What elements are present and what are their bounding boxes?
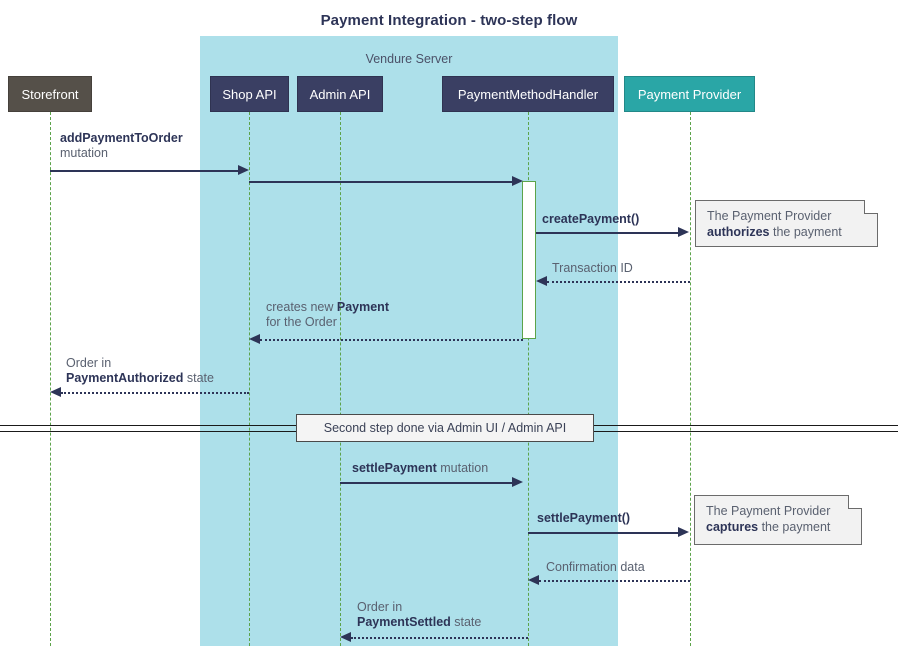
arrow-head-icon [238, 165, 249, 175]
message-label-line2: PaymentSettled state [357, 615, 481, 629]
message-label-text: settlePayment() [537, 511, 631, 525]
participant-label: PaymentMethodHandler [457, 86, 599, 102]
message-label-creates-new-payment: creates new Payment for the Order [266, 300, 389, 330]
note-line2-rest: the payment [769, 225, 842, 239]
participant-payment-method-handler[interactable]: PaymentMethodHandler [442, 76, 614, 112]
participant-shop-api[interactable]: Shop API [210, 76, 289, 112]
message-arrow-add-payment-to-order [50, 170, 239, 172]
message-label-line2: for the Order [266, 315, 337, 329]
note-payment-provider-captures: The Payment Provider captures the paymen… [694, 495, 862, 545]
message-label-settle-payment-call: settlePayment() [537, 511, 630, 526]
message-label-bold: settlePayment [352, 461, 437, 475]
message-arrow-order-payment-settled [351, 637, 528, 639]
participant-storefront[interactable]: Storefront [8, 76, 92, 112]
message-label-line2: mutation [60, 146, 108, 160]
participant-payment-provider[interactable]: Payment Provider [624, 76, 755, 112]
lifeline-storefront [50, 112, 51, 646]
message-label-order-payment-authorized: Order in PaymentAuthorized state [66, 356, 214, 386]
note-line2: captures the payment [706, 519, 851, 535]
note-fold-icon [864, 200, 878, 214]
participant-label: Storefront [21, 86, 79, 102]
message-label-line2-rest: state [450, 615, 482, 629]
note-line2: authorizes the payment [707, 224, 867, 240]
group-label-vendure-server: Vendure Server [365, 52, 453, 66]
message-label-confirmation-data: Confirmation data [546, 560, 645, 575]
arrow-head-icon [512, 477, 523, 487]
message-arrow-order-payment-authorized [61, 392, 249, 394]
message-label-line1-bold: Payment [336, 300, 389, 314]
participant-label: Admin API [309, 86, 371, 102]
message-arrow-creates-new-payment [260, 339, 523, 341]
arrow-head-icon [536, 276, 547, 286]
message-label-settle-payment-mutation: settlePayment mutation [352, 461, 488, 476]
message-label-text: createPayment() [542, 212, 640, 226]
message-label-add-payment-to-order: addPaymentToOrder mutation [60, 131, 183, 161]
message-arrow-settle-payment-call [528, 532, 678, 534]
message-label-text: Confirmation data [546, 560, 645, 574]
participant-label: Payment Provider [637, 86, 742, 102]
message-label-line1: Order in [66, 356, 112, 370]
arrow-head-icon [249, 334, 260, 344]
message-label-line2-bold: PaymentSettled [357, 615, 451, 629]
activation-bar-payment-method-handler [522, 181, 536, 339]
message-label-line2-bold: PaymentAuthorized [66, 371, 184, 385]
message-label-line1: Order in [357, 600, 403, 614]
note-line2-bold: captures [706, 520, 759, 534]
message-label-line1: addPaymentToOrder [60, 131, 183, 145]
lifeline-payment-provider [690, 112, 691, 646]
message-arrow-confirmation-data [539, 580, 690, 582]
message-arrow-create-payment [536, 232, 678, 234]
lifeline-payment-method-handler [528, 112, 529, 646]
message-arrow-transaction-id [547, 281, 690, 283]
message-arrow-shop-api-to-handler [249, 181, 513, 183]
arrow-head-icon [340, 632, 351, 642]
note-line1: The Payment Provider [706, 504, 831, 518]
arrow-head-icon [678, 227, 689, 237]
divider-label: Second step done via Admin UI / Admin AP… [323, 421, 567, 435]
note-payment-provider-authorizes: The Payment Provider authorizes the paym… [695, 200, 878, 247]
message-label-order-payment-settled: Order in PaymentSettled state [357, 600, 481, 630]
arrow-head-icon [678, 527, 689, 537]
message-label-transaction-id: Transaction ID [552, 261, 633, 276]
message-label-create-payment: createPayment() [542, 212, 639, 227]
lifeline-admin-api [340, 112, 341, 646]
note-line2-bold: authorizes [707, 225, 770, 239]
message-label-line2-rest: state [183, 371, 214, 385]
arrow-head-icon [512, 176, 523, 186]
participant-admin-api[interactable]: Admin API [297, 76, 383, 112]
page-title: Payment Integration - two-step flow [320, 12, 578, 29]
note-fold-icon [848, 495, 862, 509]
message-label-line1-pre: creates new [266, 300, 337, 314]
lifeline-shop-api [249, 112, 250, 646]
divider-label-box: Second step done via Admin UI / Admin AP… [296, 414, 594, 442]
participant-label: Shop API [222, 86, 277, 102]
note-line2-rest: the payment [758, 520, 831, 534]
message-label-line2: PaymentAuthorized state [66, 371, 214, 385]
group-box-vendure-server [200, 36, 618, 646]
arrow-head-icon [50, 387, 61, 397]
message-label-text: Transaction ID [552, 261, 633, 275]
message-label-rest: mutation [436, 461, 489, 475]
message-arrow-settle-payment-mutation [340, 482, 513, 484]
note-line1: The Payment Provider [707, 209, 832, 223]
message-label-line1: creates new Payment [266, 300, 389, 314]
arrow-head-icon [528, 575, 539, 585]
